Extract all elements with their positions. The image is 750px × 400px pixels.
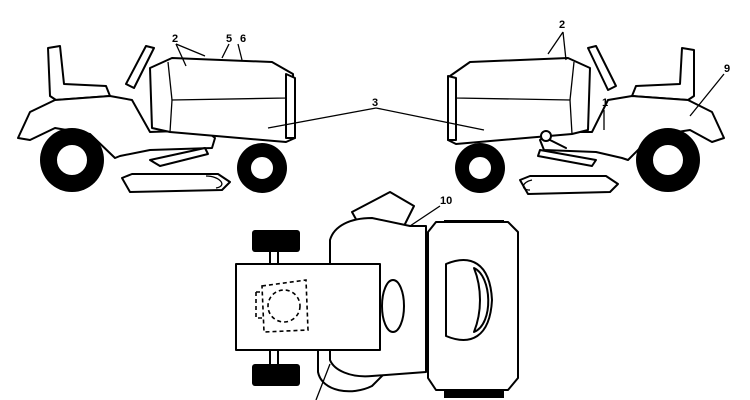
deck-linkage-right: [537, 149, 597, 167]
steering-wheel-right: [587, 45, 617, 91]
callout-3: 3: [372, 97, 378, 109]
mower-deck-left: [121, 173, 231, 193]
callout-1: 1: [602, 97, 608, 109]
callout-2-left: 2: [172, 33, 178, 45]
callout-6: 6: [240, 33, 246, 45]
deck-linkage-left: [149, 147, 209, 167]
hood-top: [235, 263, 381, 351]
callout-9: 9: [724, 63, 730, 75]
leader-lines: [175, 31, 725, 400]
mower-deck-right: [519, 175, 619, 195]
front-left-wheel-top: [252, 230, 300, 252]
callout-10: 10: [440, 195, 452, 207]
tractor-right-side-view: [447, 45, 725, 195]
seat-right: [631, 47, 695, 101]
tractor-top-view: [235, 191, 519, 398]
hood-decal-outline-top: [261, 279, 309, 333]
callout-labels: 2 5 6 3 2 1 9 10: [172, 19, 730, 207]
front-nose-left: [285, 73, 296, 139]
steering-wheel-left: [125, 45, 155, 89]
callout-5: 5: [226, 33, 232, 45]
tractor-left-side-view: [17, 45, 296, 193]
callout-2-right: 2: [559, 19, 565, 31]
front-nose-right: [447, 75, 457, 141]
seat-left: [47, 45, 111, 101]
hood-right: [447, 57, 591, 145]
front-right-wheel-top: [252, 364, 300, 386]
dash-console-top: [381, 279, 405, 333]
